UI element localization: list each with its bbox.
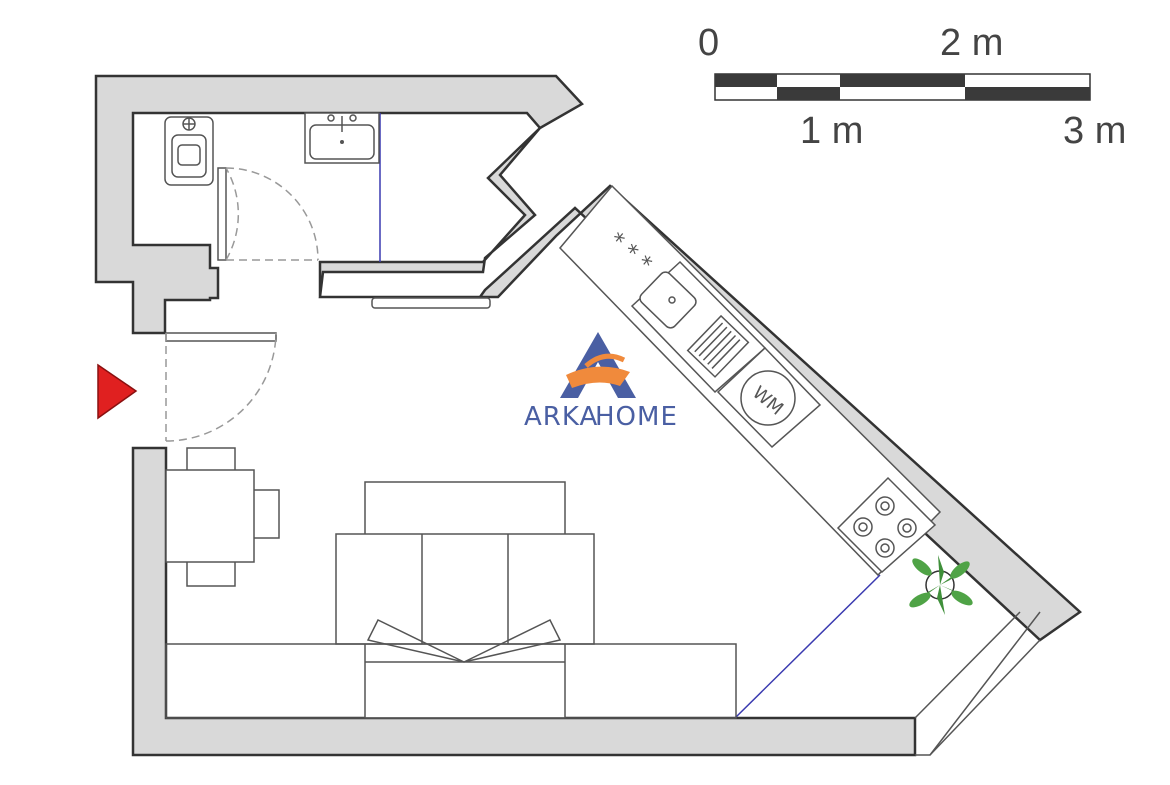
dining-table xyxy=(165,447,280,587)
kitchen-partition xyxy=(734,574,881,719)
radiator xyxy=(371,297,491,309)
arkahome-logo: ARKA HOME xyxy=(524,332,678,432)
terrace-edge xyxy=(929,639,1041,756)
kitchen-counter: * * * WM xyxy=(558,184,942,577)
scale-label-2m: 2 m xyxy=(940,22,1003,64)
scale-segment xyxy=(965,87,1090,100)
stove-icon xyxy=(836,476,937,574)
washbasin-icon xyxy=(304,112,380,164)
scale-segment xyxy=(777,87,840,100)
entrance-door xyxy=(165,332,277,442)
washing-machine-icon: WM xyxy=(716,346,822,449)
logo-text-arka: ARKA xyxy=(524,402,598,432)
lower-cabinet xyxy=(165,643,737,719)
scale-label-0: 0 xyxy=(698,22,719,64)
terrace-outline xyxy=(915,611,1041,756)
terrace-edge xyxy=(914,611,1021,719)
scale-segment xyxy=(840,74,965,87)
scale-label-3m: 3 m xyxy=(1063,110,1126,152)
scale-label-1m: 1 m xyxy=(800,110,863,152)
plant-icon xyxy=(909,555,973,615)
kitchen-sink-icon xyxy=(630,260,767,394)
bathroom xyxy=(164,112,381,262)
scale-segment xyxy=(715,74,777,87)
entrance-arrow-icon xyxy=(97,363,138,420)
wall-top xyxy=(94,74,1083,642)
bathroom-door xyxy=(217,167,319,261)
scale-bar: 0 2 m 1 m 3 m xyxy=(698,22,1126,152)
toilet-icon xyxy=(164,116,214,186)
sofa-bed xyxy=(335,481,595,719)
logo-text-home: HOME xyxy=(595,402,678,432)
